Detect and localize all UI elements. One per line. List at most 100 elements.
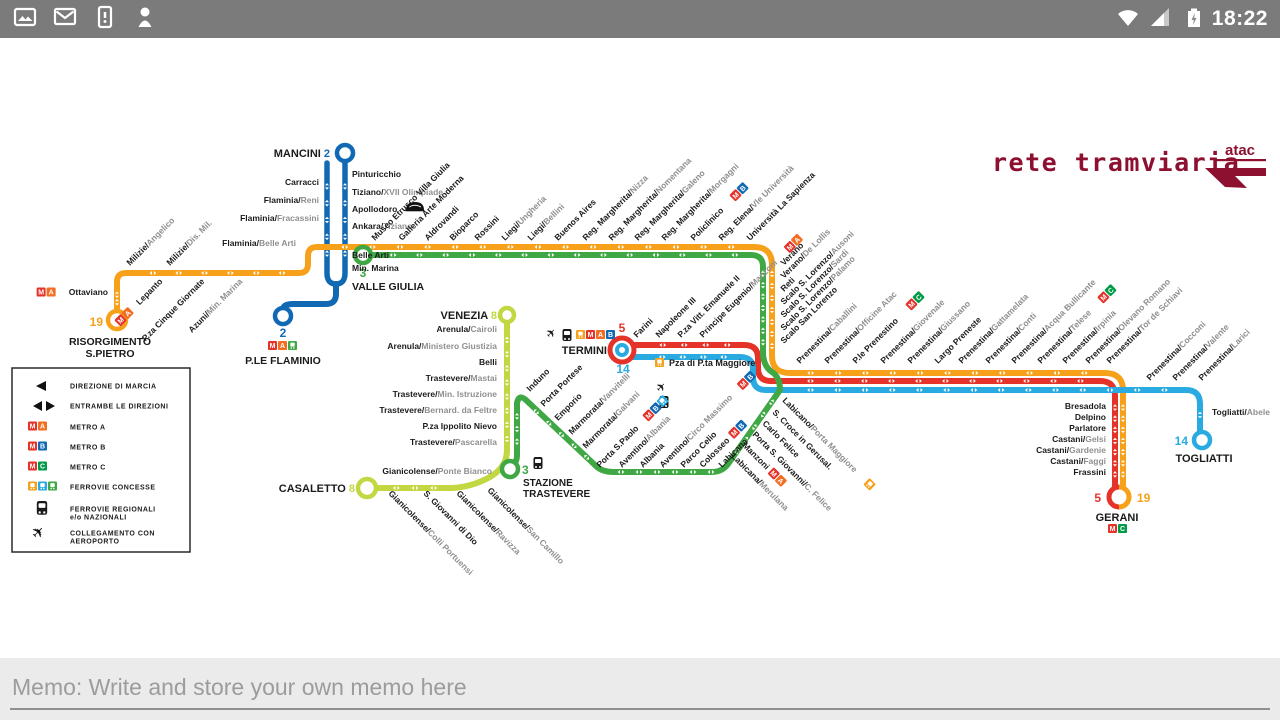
train-icon	[562, 329, 572, 341]
svg-text:Arenula/Cairoli: Arenula/Cairoli	[437, 324, 497, 334]
svg-text:Togliatti/Abele: Togliatti/Abele	[1212, 407, 1270, 417]
map-label: Pza di P.ta Maggiore	[669, 358, 755, 368]
svg-text:Liegi/Ungheria: Liegi/Ungheria	[499, 193, 548, 242]
metro-M-badge-icon	[729, 189, 742, 202]
map-label: 5	[1094, 491, 1101, 505]
metro-M-badge-icon	[28, 421, 37, 431]
metro-M-badge-icon	[737, 378, 749, 390]
map-label: GERANI	[1096, 512, 1139, 524]
metro-A-badge-icon	[596, 330, 605, 339]
tram-line-8	[374, 319, 510, 491]
map-label: CASALETTO 8	[279, 483, 355, 495]
train-icon	[36, 500, 48, 515]
svg-text:P.za Ippolito Nievo: P.za Ippolito Nievo	[423, 421, 497, 431]
metro-B-badge-icon	[744, 370, 756, 383]
svg-text:Arenula/Ministero Giustizia: Arenula/Ministero Giustizia	[387, 341, 497, 351]
station-label: Trastevere/Pascarella	[410, 437, 497, 447]
map-label: 3	[522, 463, 529, 477]
svg-text:M: M	[730, 429, 739, 438]
metro-B-badge-icon	[606, 330, 615, 339]
map-label: MANCINI 2	[274, 148, 330, 160]
metro-M-badge-icon	[768, 467, 780, 480]
svg-text:e/o NAZIONALI: e/o NAZIONALI	[70, 515, 127, 522]
clock: 18:22	[1211, 7, 1268, 30]
direction-arrow-icon	[36, 381, 46, 391]
map-label: VALLE GIULIA	[352, 281, 425, 293]
svg-text:Trastevere/Min. Istruzione: Trastevere/Min. Istruzione	[393, 389, 498, 399]
atac-logo-icon	[1205, 159, 1266, 188]
metro-M-badge-icon	[114, 314, 127, 327]
tram-line-2	[280, 281, 339, 313]
map-label: 14	[1175, 434, 1189, 448]
legend-item-label: METRO B	[70, 445, 106, 452]
svg-text:Flaminia/Fracassini: Flaminia/Fracassini	[240, 213, 319, 223]
svg-text:B: B	[608, 332, 613, 339]
map-label: 2	[280, 326, 287, 340]
terminus-node	[355, 476, 379, 500]
svg-text:Flaminia/Belle Arti: Flaminia/Belle Arti	[222, 238, 296, 248]
svg-text:Castani/Faggi: Castani/Faggi	[1050, 456, 1106, 466]
station-label: Bresadola	[1065, 401, 1106, 411]
airplane-icon: ✈	[543, 325, 560, 342]
metro-M-badge-icon	[784, 241, 796, 253]
svg-text:C: C	[915, 294, 924, 303]
svg-text:Trastevere/Bernard. da Feltre: Trastevere/Bernard. da Feltre	[379, 405, 497, 415]
map-label: TOGLIATTI	[1175, 453, 1232, 465]
memo-bar	[0, 658, 1280, 720]
svg-text:M: M	[768, 470, 777, 479]
svg-text:M: M	[739, 380, 748, 389]
svg-text:C: C	[1107, 287, 1116, 296]
station-label: Pinturicchio	[352, 169, 401, 179]
both-directions-icon	[33, 401, 42, 411]
metro-M-badge-icon	[586, 330, 595, 339]
svg-text:C: C	[40, 464, 45, 471]
metro-A-badge-icon	[38, 421, 47, 431]
svg-text:Carracci: Carracci	[285, 177, 319, 187]
direction-arrows	[115, 183, 1202, 490]
svg-text:M: M	[270, 343, 276, 350]
tram-line-14	[630, 354, 1203, 435]
svg-text:Farini: Farini	[631, 316, 654, 339]
station-label: Tiziano/XVII Olimpiade	[352, 187, 443, 197]
station-label: Apollodoro	[352, 204, 397, 214]
tram-line-5	[631, 342, 1118, 491]
svg-text:Induno: Induno	[524, 366, 551, 393]
map-label: P.LE FLAMINIO	[245, 355, 321, 367]
svg-text:Pinturicchio: Pinturicchio	[352, 169, 401, 179]
svg-text:A: A	[598, 332, 603, 339]
svg-text:Castani/Gelsi: Castani/Gelsi	[1052, 434, 1106, 444]
svg-text:Castani/Gardenie: Castani/Gardenie	[1036, 445, 1106, 455]
svg-text:A: A	[40, 424, 45, 431]
metro-A-badge-icon	[775, 474, 787, 487]
metro-M-badge-icon	[36, 287, 46, 297]
memo-input[interactable]	[10, 666, 1270, 710]
metro-M-badge-icon	[268, 341, 277, 350]
svg-text:Apollodoro: Apollodoro	[352, 204, 397, 214]
terminus-node	[499, 458, 521, 480]
terminus-node	[352, 244, 374, 266]
airplane-icon: ✈	[653, 379, 670, 396]
svg-text:M: M	[908, 300, 917, 309]
tram-line-2-loop	[324, 158, 348, 287]
svg-text:B: B	[652, 405, 661, 414]
person-notification-icon	[132, 4, 158, 35]
metro-B-badge-icon	[735, 419, 747, 432]
svg-text:B: B	[738, 422, 747, 431]
svg-text:Trastevere/Mastai: Trastevere/Mastai	[426, 373, 497, 383]
station-label: Arenula/Cairoli	[437, 324, 497, 334]
svg-text:Delpino: Delpino	[1075, 412, 1106, 422]
svg-text:Belle Arti: Belle Arti	[352, 250, 389, 260]
terminus-node	[334, 142, 356, 164]
legend-item-label: FERROVIE CONCESSE	[70, 485, 156, 492]
station-label: Gianicolense/Ravizza	[455, 488, 523, 556]
tram-line-3	[368, 252, 783, 475]
station-label: Carracci	[285, 177, 319, 187]
train-icon	[533, 457, 543, 469]
svg-text:Belli: Belli	[479, 357, 497, 367]
station-label: Castani/Gardenie	[1036, 445, 1106, 455]
svg-text:M: M	[645, 411, 654, 420]
